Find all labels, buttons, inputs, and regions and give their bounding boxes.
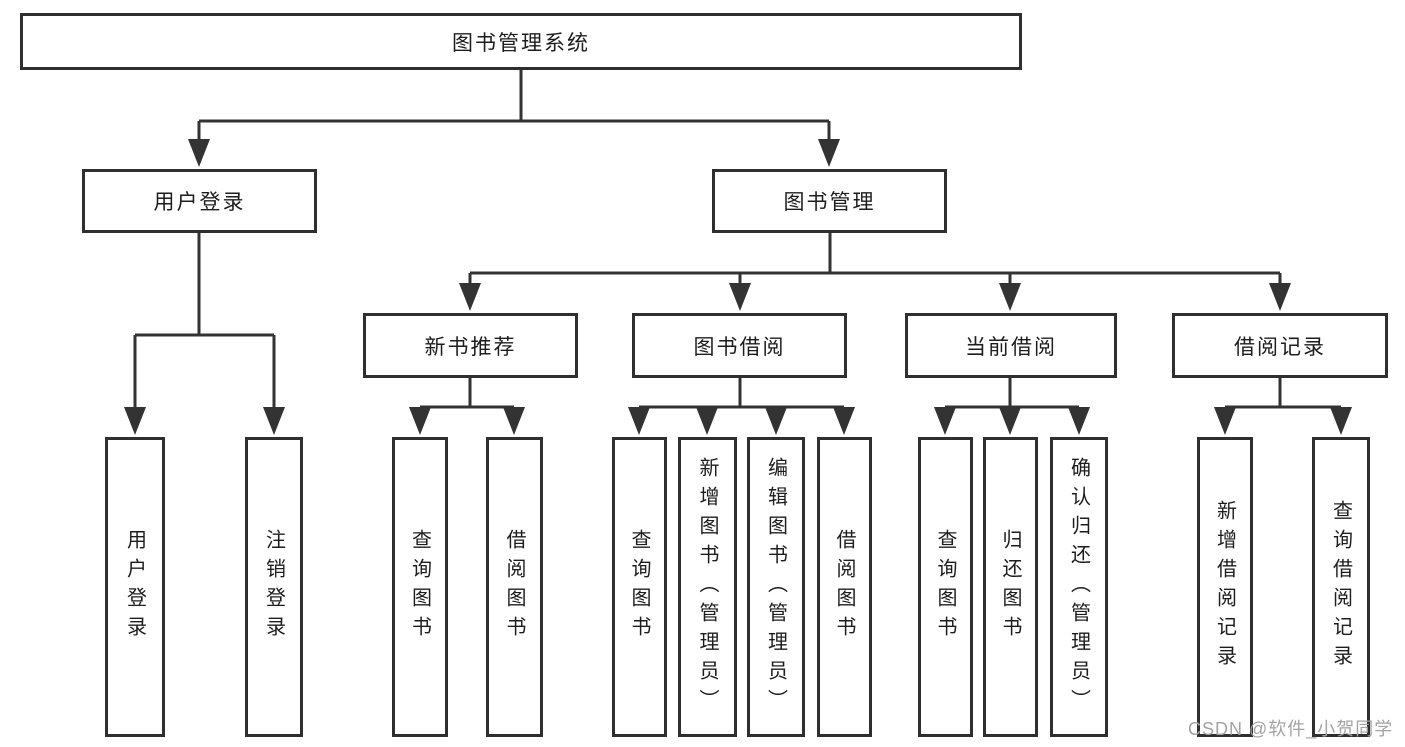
leaf-newbooks-query-label: 查询图书 (408, 529, 431, 645)
leaf-borrow-edit-label: 编辑图书（管理员） (764, 456, 787, 718)
leaf-borrow-add: 新增图书（管理员） (678, 437, 737, 737)
leaf-borrow-query-label: 查询图书 (628, 529, 650, 645)
leaf-borrow-edit: 编辑图书（管理员） (747, 437, 805, 737)
leaf-current-confirm: 确认归还（管理员） (1050, 437, 1108, 737)
node-user-login: 用户登录 (82, 169, 317, 233)
leaf-current-return-label: 归还图书 (999, 529, 1021, 645)
node-current-borrow: 当前借阅 (905, 313, 1117, 378)
leaf-current-query-label: 查询图书 (934, 529, 956, 645)
leaf-records-add-label: 新增借阅记录 (1213, 500, 1236, 674)
csdn-watermark: CSDN @软件_小贺同学 (1188, 719, 1394, 739)
leaf-current-return: 归还图书 (983, 437, 1038, 737)
leaf-borrow-borrow: 借阅图书 (817, 437, 872, 737)
leaf-user-login-label: 用户登录 (123, 529, 146, 645)
node-borrow-records: 借阅记录 (1172, 313, 1388, 378)
node-root: 图书管理系统 (20, 13, 1022, 70)
leaf-logout-label: 注销登录 (262, 529, 285, 645)
leaf-records-add: 新增借阅记录 (1197, 437, 1253, 737)
leaf-borrow-add-label: 新增图书（管理员） (696, 456, 718, 718)
leaf-newbooks-borrow-label: 借阅图书 (503, 529, 525, 645)
leaf-borrow-query: 查询图书 (612, 437, 667, 737)
leaf-newbooks-borrow: 借阅图书 (486, 437, 543, 737)
leaf-user-login: 用户登录 (105, 437, 165, 737)
leaf-borrow-borrow-label: 借阅图书 (833, 529, 855, 645)
node-book-management: 图书管理 (712, 169, 947, 233)
leaf-logout: 注销登录 (245, 437, 303, 737)
leaf-records-query-label: 查询借阅记录 (1329, 500, 1352, 674)
node-book-borrow: 图书借阅 (632, 313, 847, 378)
leaf-newbooks-query: 查询图书 (392, 437, 448, 737)
leaf-records-query: 查询借阅记录 (1312, 437, 1370, 737)
leaf-current-query: 查询图书 (918, 437, 973, 737)
node-new-books: 新书推荐 (363, 313, 578, 378)
leaf-current-confirm-label: 确认归还（管理员） (1067, 456, 1090, 718)
